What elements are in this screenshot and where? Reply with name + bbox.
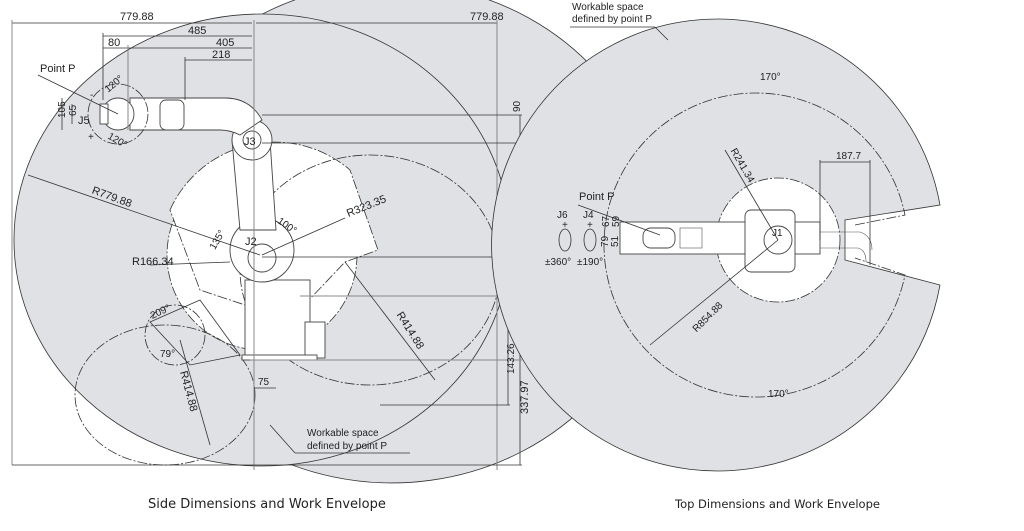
robot-base xyxy=(244,279,311,359)
top-caption: Top Dimensions and Work Envelope xyxy=(674,497,880,511)
label-reach-left: 779.88 xyxy=(120,11,154,23)
label-j2: J2 xyxy=(245,236,257,248)
side-caption: Side Dimensions and Work Envelope xyxy=(148,497,386,512)
side-lower-left-wedge xyxy=(149,299,241,366)
top-leader-r241 xyxy=(724,149,779,241)
leader-point-p xyxy=(37,74,119,115)
label-143: 143.26 xyxy=(506,343,517,374)
top-label-j4: J4 xyxy=(583,210,594,221)
top-label-workable-1: Workable space xyxy=(572,2,644,13)
label-point-p: Point P xyxy=(40,63,75,75)
j4-rotation-icon xyxy=(583,228,597,252)
top-robot-motor xyxy=(679,227,703,249)
side-view: 779.88 779.88 485 80 405 218 Point P 120… xyxy=(11,0,661,512)
top-leader-r854 xyxy=(649,239,779,346)
top-label-point-p: Point P xyxy=(579,191,614,203)
leader-r323 xyxy=(261,217,346,256)
label-j5-plus: + xyxy=(88,132,94,143)
top-label-67: 67 xyxy=(601,215,612,227)
label-405: 405 xyxy=(216,37,234,49)
j3-hub-inner xyxy=(242,130,262,150)
label-485: 485 xyxy=(188,25,206,37)
top-label-187: 187.7 xyxy=(836,151,861,162)
top-leader-workable-2 xyxy=(654,26,669,41)
label-r166: R166.34 xyxy=(132,256,174,268)
label-j5-minus: - xyxy=(90,90,93,101)
robot-upper-arm xyxy=(129,97,263,136)
top-label-j4-plus: + xyxy=(587,220,593,231)
leader-r414-a xyxy=(344,261,436,381)
robot-base-plate xyxy=(241,354,318,361)
top-label-j4-range: ±190° xyxy=(577,257,603,268)
label-reach-right: 779.88 xyxy=(470,11,504,23)
top-label-j6: J6 xyxy=(557,210,568,221)
label-workable-1: Workable space xyxy=(307,428,379,439)
top-label-51: 51 xyxy=(610,235,621,247)
j6-rotation-icon xyxy=(558,228,572,252)
label-79: 79° xyxy=(160,349,175,360)
top-label-170-top: 170° xyxy=(760,72,781,83)
j2-hub-inner xyxy=(247,243,277,273)
top-label-170-bottom: 170° xyxy=(768,389,789,400)
top-label-workable-2: defined by point P xyxy=(572,14,652,25)
top-label-j6-plus: + xyxy=(562,220,568,231)
label-65: 65 xyxy=(68,104,79,116)
top-envelope-inner-arc xyxy=(603,92,906,398)
label-105: 105 xyxy=(57,101,68,118)
label-workable-2: defined by point P xyxy=(307,441,387,452)
label-90: 90 xyxy=(512,100,523,112)
top-view: Workable space defined by point P 170° 1… xyxy=(491,2,941,511)
label-j3: J3 xyxy=(244,136,256,148)
label-j5: J5 xyxy=(78,115,90,127)
top-robot-wrist xyxy=(642,227,676,249)
leader-workable xyxy=(269,424,296,454)
label-337: 337.97 xyxy=(519,380,531,414)
top-leader-point-p xyxy=(577,204,661,236)
side-lower-left-circle xyxy=(144,304,206,366)
robot-flange xyxy=(99,103,109,125)
robot-base-connector xyxy=(304,321,326,359)
robot-wrist-housing xyxy=(159,99,185,131)
top-label-j1: J1 xyxy=(772,228,783,239)
leader-r779 xyxy=(27,174,261,256)
top-label-79: 79 xyxy=(600,235,611,247)
label-75: 75 xyxy=(258,377,270,388)
top-label-59: 59 xyxy=(611,215,622,227)
label-218: 218 xyxy=(212,49,230,61)
top-cable xyxy=(820,231,873,263)
label-80: 80 xyxy=(108,37,120,49)
j5-arc xyxy=(87,83,149,145)
top-label-j6-range: ±360° xyxy=(545,257,571,268)
leader-r414-b xyxy=(179,339,211,446)
leader-r166 xyxy=(149,261,231,266)
